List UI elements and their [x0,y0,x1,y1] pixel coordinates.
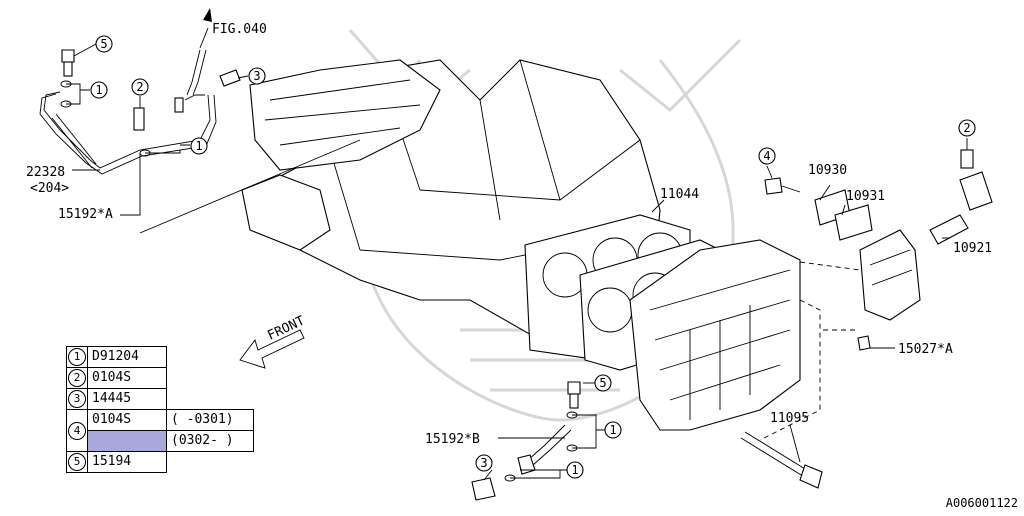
legend-range: ( -0301) [166,409,254,431]
label-22328-sub: <204> [30,181,69,196]
svg-text:1: 1 [571,463,578,477]
tube-15192a [39,49,241,175]
label-10921: 10921 [953,241,992,256]
legend-row: 3 14445 [66,388,254,410]
tube-15192b [471,381,581,501]
label-15027a: 15027*A [898,342,953,357]
circle-callout: 3 [475,454,493,472]
legend-num: 1 [68,348,86,366]
legend-num: 5 [68,453,86,471]
circle-callout: 1 [90,81,108,99]
legend-row: 2 0104S [66,367,254,389]
legend-code: D91204 [87,346,167,368]
label-11095: 11095 [770,411,809,426]
label-10931: 10931 [846,189,885,204]
circle-callout: 3 [248,67,266,85]
circle-callout: 1 [604,421,622,439]
intake-cover [241,59,441,251]
label-10930: 10930 [808,163,847,178]
legend-code: 0104S [87,409,167,431]
label-22328: 22328 [26,165,65,180]
circle-callout: 5 [95,35,113,53]
svg-text:1: 1 [195,139,202,153]
legend-code: 15194 [87,451,167,473]
legend-code: 0104S [87,367,167,389]
svg-text:2: 2 [963,121,970,135]
legend-num: 2 [68,369,86,387]
label-15192a: 15192*A [58,207,113,222]
circle-callout: 1 [190,137,208,155]
svg-text:3: 3 [480,456,487,470]
parts-legend-table: 1 D91204 2 0104S 3 14445 4 0104S ( -0301… [66,346,254,473]
label-fig-ref: FIG.040 [212,22,267,37]
svg-text:5: 5 [599,376,606,390]
cam-sensor-assembly [764,149,993,351]
diagram-id: A006001122 [945,496,1018,510]
legend-row: (0302- ) [67,430,254,452]
circle-callout: 4 [758,147,776,165]
legend-range: (0302- ) [166,430,254,452]
svg-text:1: 1 [609,423,616,437]
legend-row: 5 15194 [66,451,254,473]
legend-code: 14445 [87,388,167,410]
legend-num: 4 [68,421,86,440]
legend-row: 4 0104S ( -0301) [66,409,254,452]
bolt-11095 [740,431,823,489]
legend-code-highlight [87,430,167,452]
legend-row: 1 D91204 [66,346,254,368]
cylinder-head [629,239,801,431]
label-11044: 11044 [660,187,699,202]
circle-callout: 2 [131,78,149,96]
circle-callout: 5 [594,374,612,392]
svg-text:5: 5 [100,37,107,51]
circle-callout: 2 [958,119,976,137]
svg-text:1: 1 [95,83,102,97]
label-15192b: 15192*B [425,432,480,447]
svg-text:2: 2 [136,80,143,94]
svg-text:4: 4 [763,149,770,163]
leader-lines [66,27,968,481]
svg-text:3: 3 [253,69,260,83]
legend-num: 3 [68,390,86,408]
fig-ref-arrow [203,8,212,22]
circle-callout: 1 [566,461,584,479]
